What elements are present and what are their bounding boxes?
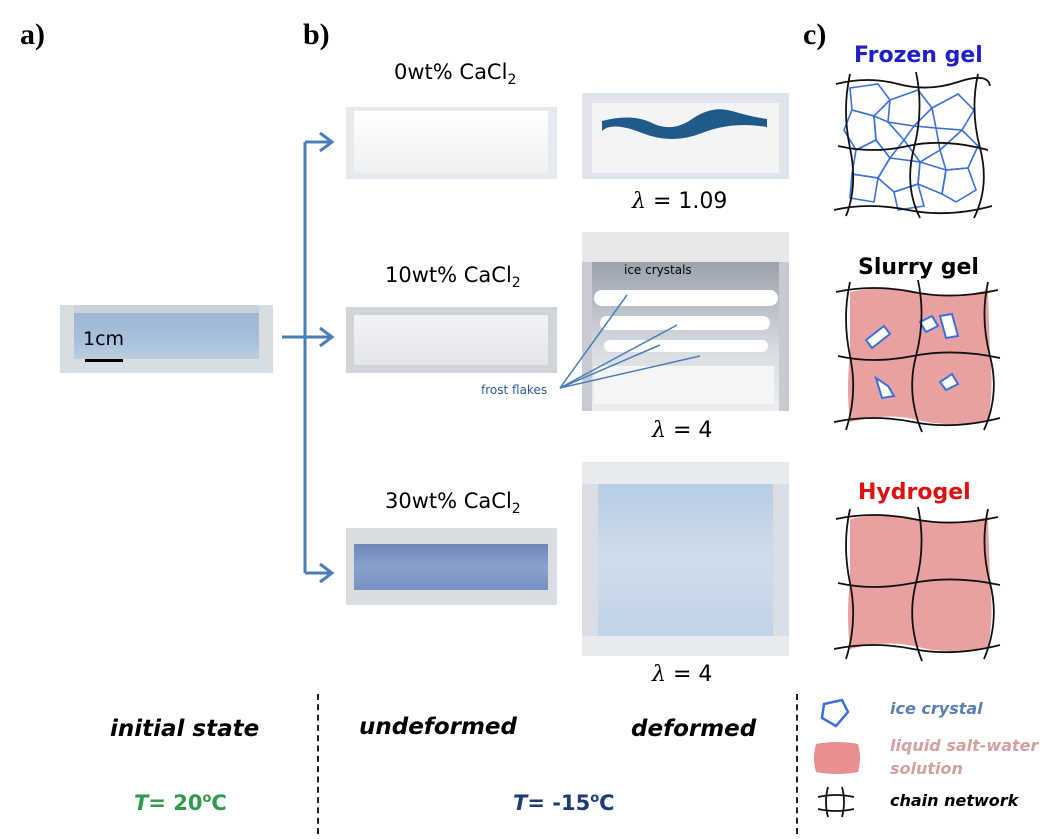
scale-bar	[85, 359, 123, 362]
hydrogel-title: Hydrogel	[858, 480, 971, 505]
ice-crystal-legend-label: ice crystal	[890, 699, 983, 718]
cold-temperature: T= -15oC	[513, 791, 615, 815]
undeformed-sample-30wt	[346, 528, 557, 605]
undeformed-sample-10wt	[346, 307, 557, 373]
branching-arrows	[282, 131, 335, 584]
chain-network-legend-icon	[817, 786, 855, 818]
frozen-gel-schematic	[833, 71, 993, 219]
undeformed-sample-0wt	[346, 107, 557, 179]
panel-label-c: c)	[803, 18, 827, 51]
slurry-gel-title: Slurry gel	[858, 255, 979, 280]
deformed-sample-0wt	[582, 93, 789, 179]
frost-flakes-pointer-lines	[559, 294, 701, 389]
frozen-gel-title: Frozen gel	[854, 43, 983, 68]
ice-crystals-annotation: ice crystals	[624, 263, 692, 277]
concentration-label-0wt: 0wt% CaCl2	[394, 60, 517, 89]
chain-network-legend-label: chain network	[890, 791, 1019, 810]
deformed-sample-10wt	[582, 232, 789, 411]
initial-state-label: initial state	[110, 716, 260, 742]
undeformed-label: undeformed	[359, 714, 517, 740]
hydrogel-schematic	[833, 506, 1001, 662]
deformed-sample-30wt	[582, 462, 789, 656]
liquid-solution-legend-icon	[814, 742, 860, 774]
ice-crystal-legend-icon	[820, 698, 850, 728]
stretch-ratio-0wt: λ = 1.09	[632, 189, 728, 214]
separator-deformed-legend	[796, 694, 798, 834]
frost-flakes-annotation: frost flakes	[481, 383, 548, 397]
initial-sample-photo: 1cm	[60, 305, 273, 373]
deformed-label: deformed	[631, 716, 757, 742]
slurry-gel-schematic	[833, 279, 1001, 433]
scale-bar-label: 1cm	[83, 328, 125, 350]
liquid-solution-legend-label: liquid salt-water solution	[890, 736, 1039, 778]
stretch-ratio-10wt: λ = 4	[652, 418, 713, 443]
concentration-label-10wt: 10wt% CaCl2	[385, 263, 521, 292]
stretch-ratio-30wt: λ = 4	[652, 662, 713, 687]
panel-label-b: b)	[303, 18, 330, 51]
separator-initial-undeformed	[317, 694, 319, 834]
initial-temperature: T= 20oC	[134, 791, 227, 815]
concentration-label-30wt: 30wt% CaCl2	[385, 489, 521, 518]
panel-label-a: a)	[20, 18, 45, 51]
